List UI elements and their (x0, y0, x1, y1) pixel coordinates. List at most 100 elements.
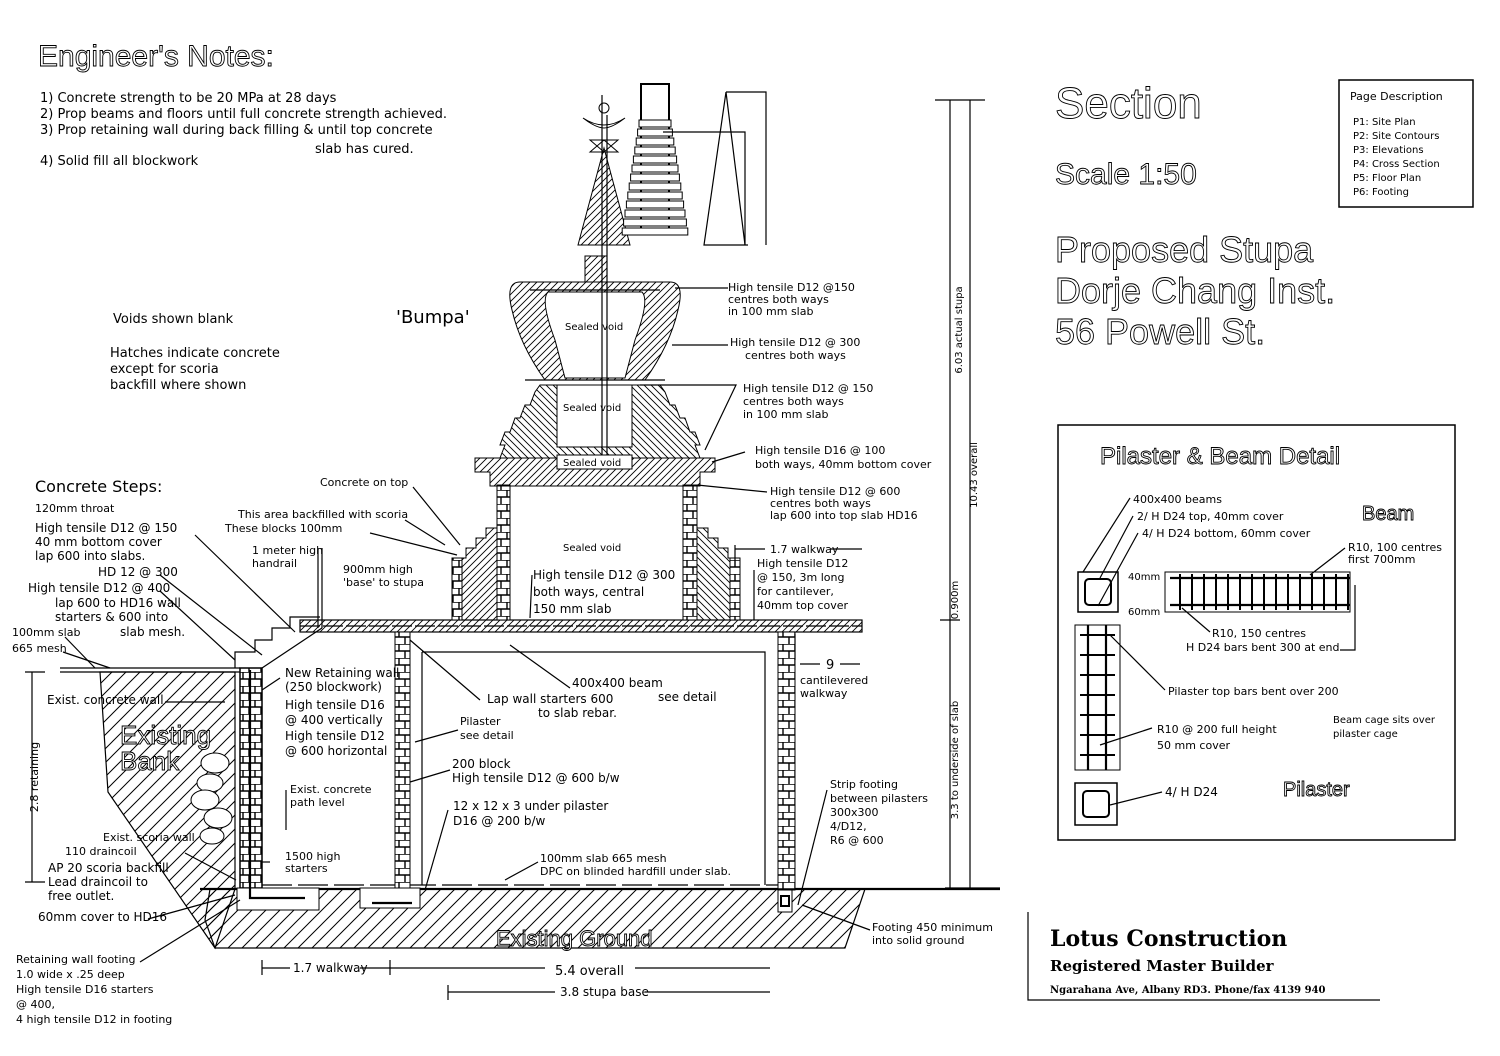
detail-title-label: Pilaster & Beam Detail (1100, 443, 1340, 470)
walkway-top-label: 1.7 walkway (770, 543, 839, 556)
dim-total-label: 10.43 overall (969, 442, 980, 508)
steps-d12-400b-label: lap 600 to HD16 wall (55, 596, 181, 610)
beam400-label: 400x400 beam (572, 676, 663, 690)
page-desc-title-label: Page Description (1350, 90, 1443, 103)
steps-title-label: Concrete Steps: (35, 477, 162, 496)
pilaster-note-label: see detail (460, 729, 514, 742)
lap-starters-b-label: to slab rebar. (538, 706, 617, 720)
hatches-label: backfill where shown (110, 378, 246, 393)
d-beams-label: 400x400 beams (1133, 493, 1222, 506)
r5-label: High tensile D12 @ 600 (770, 485, 900, 498)
spire-disc (625, 200, 685, 209)
new-wall-label: New Retaining wall (285, 666, 399, 680)
d-r10-150-label: R10, 150 centres (1212, 627, 1306, 640)
steps-d12-150-label: lap 600 into slabs. (35, 549, 145, 563)
spire-disc (634, 146, 676, 155)
d-60-label: 60mm (1128, 607, 1160, 618)
d-4hd24-label: 4/ H D24 (1165, 785, 1218, 799)
detail-beam-label: Beam (1362, 503, 1414, 525)
backfill-ap20-label: AP 20 scoria backfill (48, 861, 169, 875)
base900-label: 'base' to stupa (343, 576, 424, 589)
r3-label: in 100 mm slab (743, 408, 828, 421)
bumpa-label: 'Bumpa' (396, 307, 470, 328)
under-pilaster-label: D16 @ 200 b/w (453, 814, 546, 828)
steps-d12-150-label: 40 mm bottom cover (35, 535, 162, 549)
central-slab-label: 150 mm slab (533, 602, 611, 616)
note3-label: 3) Prop retaining wall during back filli… (40, 123, 433, 138)
company-label: Lotus Construction (1050, 926, 1287, 952)
leader-lines (62, 287, 871, 963)
handrail-label: handrail (252, 557, 297, 570)
cover60-label: 60mm cover to HD16 (38, 910, 167, 924)
central-slab-label: both ways, central (533, 585, 644, 599)
slab100-label: 100mm slab (12, 626, 80, 639)
handrail-label: 1 meter high (252, 544, 323, 557)
block200-label: High tensile D12 @ 600 b/w (452, 771, 620, 785)
dim-stupa-base-label: 3.8 stupa base (560, 985, 649, 999)
d-40-label: 40mm (1128, 572, 1160, 583)
wall-footing-label: 4 high tensile D12 in footing (16, 1013, 172, 1026)
page-desc-items-label: P2: Site Contours (1353, 131, 1439, 142)
spire-disc (635, 137, 675, 146)
exist-bank-label: Existing (120, 720, 211, 750)
cantilever-bars-label: 40mm top cover (757, 599, 849, 612)
r5-label: lap 600 into top slab HD16 (770, 509, 918, 522)
new-wall-label: (250 blockwork) (285, 680, 382, 694)
page-desc-items-label: P1: Site Plan (1353, 117, 1416, 128)
r1-label: in 100 mm slab (728, 305, 813, 318)
spire-disc (624, 209, 686, 218)
page-desc-items-label: P3: Elevations (1353, 145, 1424, 156)
page-description-box (1338, 79, 1474, 208)
dim-underside-label: 3.3 to underside of slab (950, 701, 961, 820)
cantilever-bars-label: @ 150, 3m long (757, 571, 844, 584)
voids-label: Voids shown blank (113, 312, 234, 327)
main-slab (299, 619, 863, 633)
cantilever-bars-label: for cantilever, (757, 585, 834, 598)
r1-label: centres both ways (728, 293, 829, 306)
pilaster-beam-detail (1057, 424, 1456, 841)
backfill-ap20-label: free outlet. (48, 889, 114, 903)
path-level-label: path level (290, 796, 345, 809)
starters1500-label: starters (285, 862, 328, 875)
scoria-wall-rocks (190, 752, 233, 845)
mesh665-label: 665 mesh (12, 642, 67, 655)
company-sub-label: Registered Master Builder (1050, 957, 1275, 975)
ground-slab (60, 667, 780, 886)
spire-elevation-sketch (621, 83, 767, 246)
strip-footing-label: R6 @ 600 (830, 834, 884, 847)
existing-bank (99, 671, 236, 950)
page-desc-items-label: P6: Footing (1353, 187, 1409, 198)
d-cage-label: Beam cage sits over (1333, 715, 1436, 726)
dim-base-label: 0.900m (950, 581, 961, 619)
d-r10-100-label: first 700mm (1348, 553, 1415, 566)
d-bottom-label: 4/ H D24 bottom, 60mm cover (1142, 527, 1311, 540)
backfill-label: This area backfilled with scoria (237, 508, 408, 521)
retaining-dim-label: 2.8 retaining (28, 742, 41, 812)
void1-label: Sealed void (565, 322, 623, 333)
note4-label: 4) Solid fill all blockwork (40, 154, 199, 169)
company-addr-label: Ngarahana Ave, Albany RD3. Phone/fax 413… (1050, 985, 1326, 996)
dim-walkway-bottom-label: 1.7 walkway (293, 961, 368, 975)
beam-elevation (1164, 571, 1351, 613)
spire-disc (621, 227, 689, 236)
hd12-label: HD 12 @ 300 (98, 565, 178, 579)
hatches-label: Hatches indicate concrete (110, 346, 280, 361)
wall-footing-label: 1.0 wide x .25 deep (16, 968, 125, 981)
lap-starters-label: Lap wall starters 600 (487, 692, 613, 706)
page-desc-items-label: P4: Cross Section (1353, 159, 1440, 170)
spire-disc (638, 119, 672, 128)
spire-disc (632, 155, 678, 164)
footing450-label: Footing 450 minimum (872, 921, 993, 934)
project-label: 56 Powell St. (1055, 311, 1265, 352)
r5-label: centres both ways (770, 497, 871, 510)
d-cage-label: pilaster cage (1333, 729, 1398, 740)
footing450-label: into solid ground (872, 934, 965, 947)
central-slab-label: High tensile D12 @ 300 (533, 568, 675, 582)
under-pilaster-label: 12 x 12 x 3 under pilaster (453, 799, 608, 813)
new-wall-d16-label: High tensile D16 (285, 698, 385, 712)
block200-label: 200 block (452, 757, 511, 771)
cant-9-label: 9 (826, 658, 834, 673)
cantilever-bars-label: High tensile D12 (757, 557, 848, 570)
